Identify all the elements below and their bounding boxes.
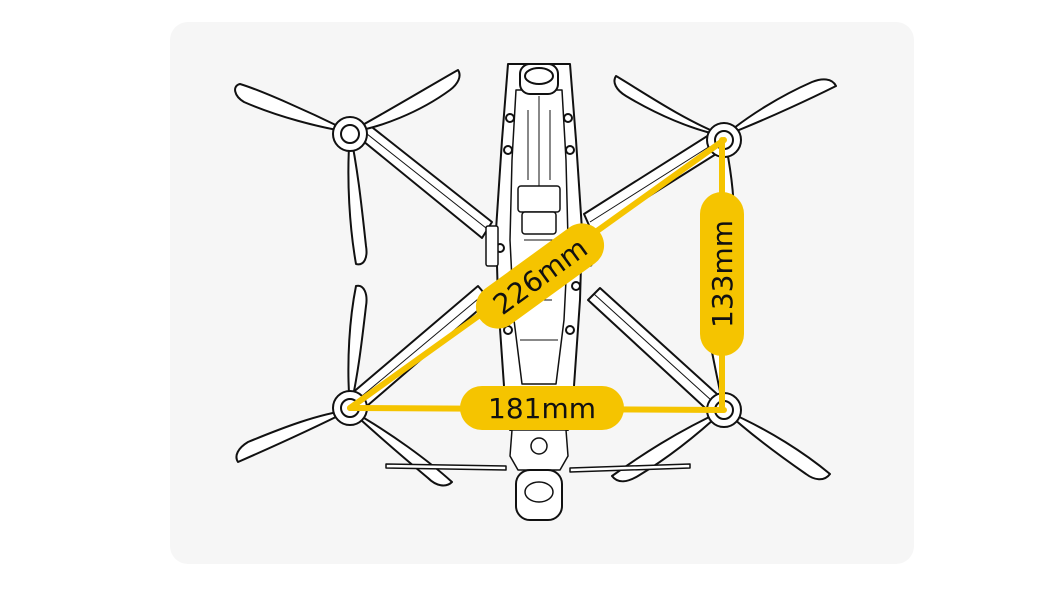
width-label: 181mm [460,386,624,430]
drone-arms [343,123,733,419]
dimension-overlay: 226mm 181mm 133mm [347,137,744,430]
propeller-rear-left [235,284,453,487]
drone-illustration [234,63,837,521]
width-dimension-text: 181mm [488,392,596,425]
antennas [385,463,691,473]
drone-body [485,63,593,521]
height-dimension-text: 133mm [706,220,739,328]
arm-front-left [351,123,493,239]
propeller-front-left [234,69,461,266]
height-label: 133mm [700,192,744,356]
